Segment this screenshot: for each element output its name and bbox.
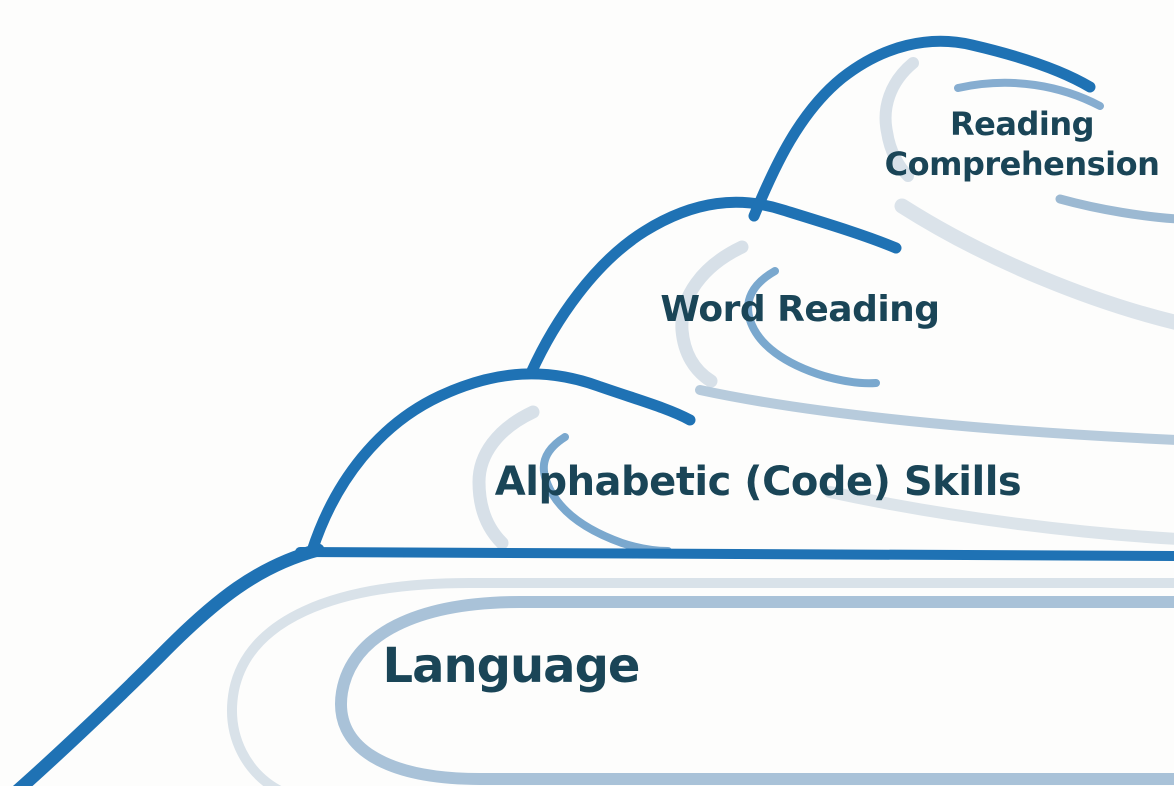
wave2-medium-crescent [744, 267, 880, 388]
language-inner-steel-band [335, 596, 1174, 785]
wave-label-language: Language [311, 637, 711, 695]
language-outer-light-band [227, 578, 1174, 786]
wave-label-line: Comprehension [884, 145, 1160, 183]
wave1-light-crescent [879, 57, 919, 182]
wave-label-line: Reading [950, 105, 1095, 143]
wave2-trailing-light-swoosh [894, 198, 1174, 330]
wave2-outline [525, 196, 902, 379]
baseline-light-swoosh [824, 486, 1174, 545]
wave-label-line: Language [382, 638, 641, 694]
wave3-light-crescent [472, 405, 540, 550]
main-flow-line [12, 543, 325, 786]
baseline [295, 547, 1174, 561]
wave3-outline [306, 368, 696, 557]
wave1-medium-swoosh [954, 78, 1104, 110]
wave1-trailing-medium-swoosh [1055, 194, 1174, 224]
wave1-outline [748, 35, 1096, 222]
wave-label-alphabetic-code-skills: Alphabetic (Code) Skills [478, 458, 1038, 506]
wave-label-word-reading: Word Reading [600, 288, 1000, 332]
wave3-trailing-steel-swoosh [695, 385, 1174, 445]
wave2-light-crescent [675, 240, 749, 388]
wave-label-line: Word Reading [660, 289, 940, 330]
wave-label-line: Alphabetic (Code) Skills [494, 459, 1022, 505]
wave-label-reading-comprehension: Reading Comprehension [822, 104, 1174, 184]
